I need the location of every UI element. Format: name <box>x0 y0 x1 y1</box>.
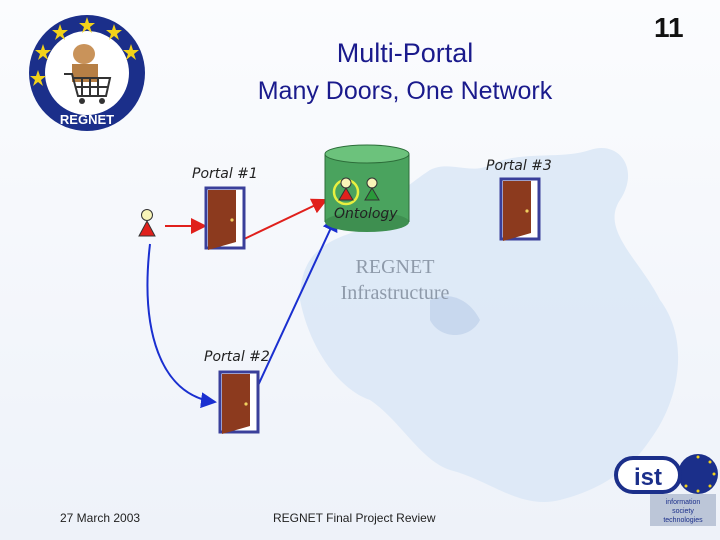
ontology-cylinder <box>324 144 410 232</box>
ist-logo-text: ist <box>634 464 662 491</box>
footer-date: 27 March 2003 <box>60 511 141 525</box>
slide-number: 11 <box>654 12 684 43</box>
footer-title: REGNET Final Project Review <box>273 511 436 525</box>
regnet-logo: REGNET <box>24 12 150 134</box>
ist-tagline-3: technologies <box>663 517 703 524</box>
ist-tagline-2: society <box>672 508 694 515</box>
infrastructure-label: REGNET Infrastructure <box>300 254 490 306</box>
portal-door-2[interactable] <box>218 370 262 436</box>
regnet-logo-graphic: REGNET <box>29 15 145 131</box>
portal-door-3[interactable] <box>499 177 543 243</box>
portal-label-2: Portal #2 <box>204 349 270 365</box>
blue-arrow-user-to-portal2 <box>146 243 217 409</box>
portal-label-3: Portal #3 <box>486 158 552 174</box>
regnet-logo-text: REGNET <box>60 112 114 127</box>
ist-tagline-1: information <box>666 499 701 506</box>
infrastructure-line2: Infrastructure <box>340 282 450 304</box>
user-figure <box>138 209 156 237</box>
ontology-label: Ontology <box>334 206 398 222</box>
ist-logo-graphic: ist information society technologies <box>614 454 718 526</box>
portal-door-1[interactable] <box>204 186 248 252</box>
slide-subtitle: Many Doors, One Network <box>257 77 553 105</box>
portal-label-1: Portal #1 <box>192 166 258 182</box>
slide-title: Multi-Portal <box>336 38 474 68</box>
ist-logo: ist information society technologies <box>614 452 718 528</box>
blue-arrow-portal2-to-ontology <box>254 215 338 393</box>
infrastructure-line1: REGNET <box>355 256 435 278</box>
red-arrow-portal1-to-ontology <box>241 198 328 241</box>
